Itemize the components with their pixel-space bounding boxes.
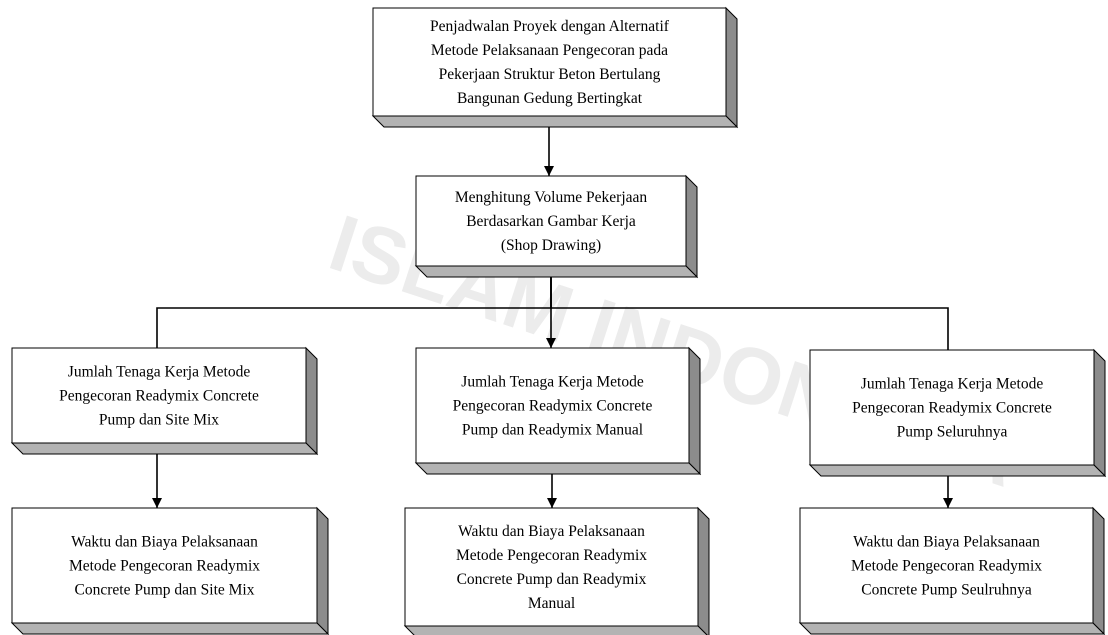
node-text-line: Concrete Pump dan Readymix — [457, 571, 647, 588]
node-text-line: Metode Pelaksanaan Pengecoran pada — [431, 42, 668, 59]
node-text-line: Pengecoran Readymix Concrete — [59, 388, 259, 405]
box-bottom-face — [10, 442, 319, 455]
node-text-line: Jumlah Tenaga Kerja Metode — [68, 364, 251, 381]
box-bottom-face — [403, 625, 708, 635]
nodes: Penjadwalan Proyek dengan AlternatifMeto… — [10, 6, 1107, 635]
node-text-line: Metode Pengecoran Readymix — [69, 558, 260, 575]
node-text-line: Berdasarkan Gambar Kerja — [466, 213, 636, 230]
node-text-line: Pengecoran Readymix Concrete — [852, 400, 1052, 417]
node-text-line: Metode Pengecoran Readymix — [851, 558, 1042, 575]
node-text-line: Pump dan Readymix Manual — [462, 422, 643, 439]
box-bottom-face — [10, 622, 330, 635]
node-text-line: Penjadwalan Proyek dengan Alternatif — [430, 18, 670, 35]
node-text-line: Jumlah Tenaga Kerja Metode — [461, 374, 644, 391]
node-text-line: Bangunan Gedung Bertingkat — [457, 90, 643, 107]
node-text-line: Concrete Pump dan Site Mix — [75, 582, 255, 599]
box-front-face — [415, 347, 690, 464]
box-side-face — [316, 506, 329, 635]
box-front-face — [11, 347, 307, 444]
box-bottom-face — [414, 462, 702, 475]
box-side-face — [697, 506, 710, 635]
node-text-line: Waktu dan Biaya Pelaksanaan — [853, 534, 1040, 551]
node-text-line: Metode Pengecoran Readymix — [456, 547, 647, 564]
box-front-face — [11, 507, 318, 624]
connector-volume-to-labor-3 — [550, 266, 949, 350]
node-text-line: Pengecoran Readymix Concrete — [453, 398, 653, 415]
box-front-face — [404, 507, 699, 627]
box-bottom-face — [414, 265, 699, 278]
node-title: Penjadwalan Proyek dengan AlternatifMeto… — [371, 6, 739, 129]
box-side-face — [688, 346, 701, 476]
connectors — [152, 116, 953, 508]
box-front-face — [372, 7, 727, 117]
node-text-line: (Shop Drawing) — [501, 237, 601, 254]
box-side-face — [725, 6, 738, 129]
node-text-line: Pump Seluruhnya — [897, 424, 1008, 441]
box-side-face — [1093, 348, 1106, 478]
box-side-face — [1092, 506, 1105, 635]
box-front-face — [809, 349, 1095, 466]
node-text-line: Waktu dan Biaya Pelaksanaan — [458, 523, 645, 540]
box-bottom-face — [371, 115, 739, 128]
node-text-line: Waktu dan Biaya Pelaksanaan — [71, 534, 258, 551]
box-bottom-face — [798, 622, 1106, 635]
node-text-line: Jumlah Tenaga Kerja Metode — [861, 376, 1044, 393]
node-text-line: Menghitung Volume Pekerjaan — [455, 189, 648, 206]
node-text-line: Manual — [528, 595, 575, 612]
node-text-line: Pump dan Site Mix — [99, 412, 219, 429]
box-front-face — [415, 175, 687, 267]
node-text-line: Concrete Pump Seulruhnya — [861, 582, 1032, 599]
box-side-face — [305, 346, 318, 456]
box-front-face — [799, 507, 1094, 624]
node-text-line: Pekerjaan Struktur Beton Bertulang — [439, 66, 661, 83]
box-bottom-face — [808, 464, 1107, 477]
box-side-face — [685, 174, 698, 279]
